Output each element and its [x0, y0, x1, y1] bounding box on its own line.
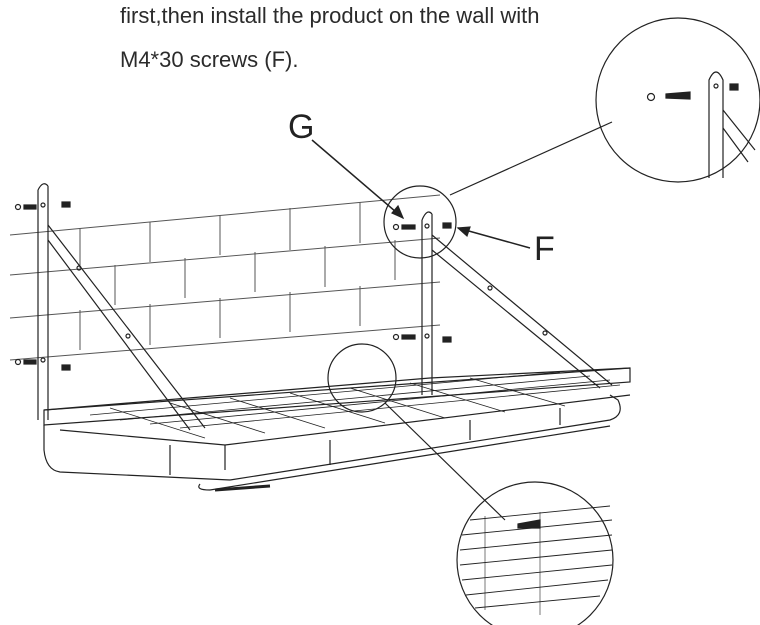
left-wall-bracket: [37, 183, 206, 431]
shelf-zoom-detail: [456, 481, 614, 625]
shelf-detail-marker: [327, 343, 397, 413]
wall-mount-zoom-detail: [595, 17, 760, 183]
bracket-detail-leader: [449, 121, 613, 196]
callout-arrow-f: [456, 226, 531, 249]
shelf-frame: [43, 367, 631, 492]
callout-label-g: G: [288, 108, 315, 146]
shelf-detail-leader: [384, 402, 506, 521]
right-wall-bracket: [421, 211, 613, 395]
bracket-detail-marker: [383, 185, 457, 259]
right-screws: [392, 222, 452, 343]
callout-arrow-g: [311, 139, 405, 220]
instruction-text-line-2: M4*30 screws (F).: [120, 47, 299, 72]
instruction-text-line-1: first,then install the product on the wa…: [120, 3, 540, 28]
callout-label-f: F: [534, 230, 555, 268]
brick-wall: [9, 194, 441, 361]
left-screws: [14, 201, 71, 371]
